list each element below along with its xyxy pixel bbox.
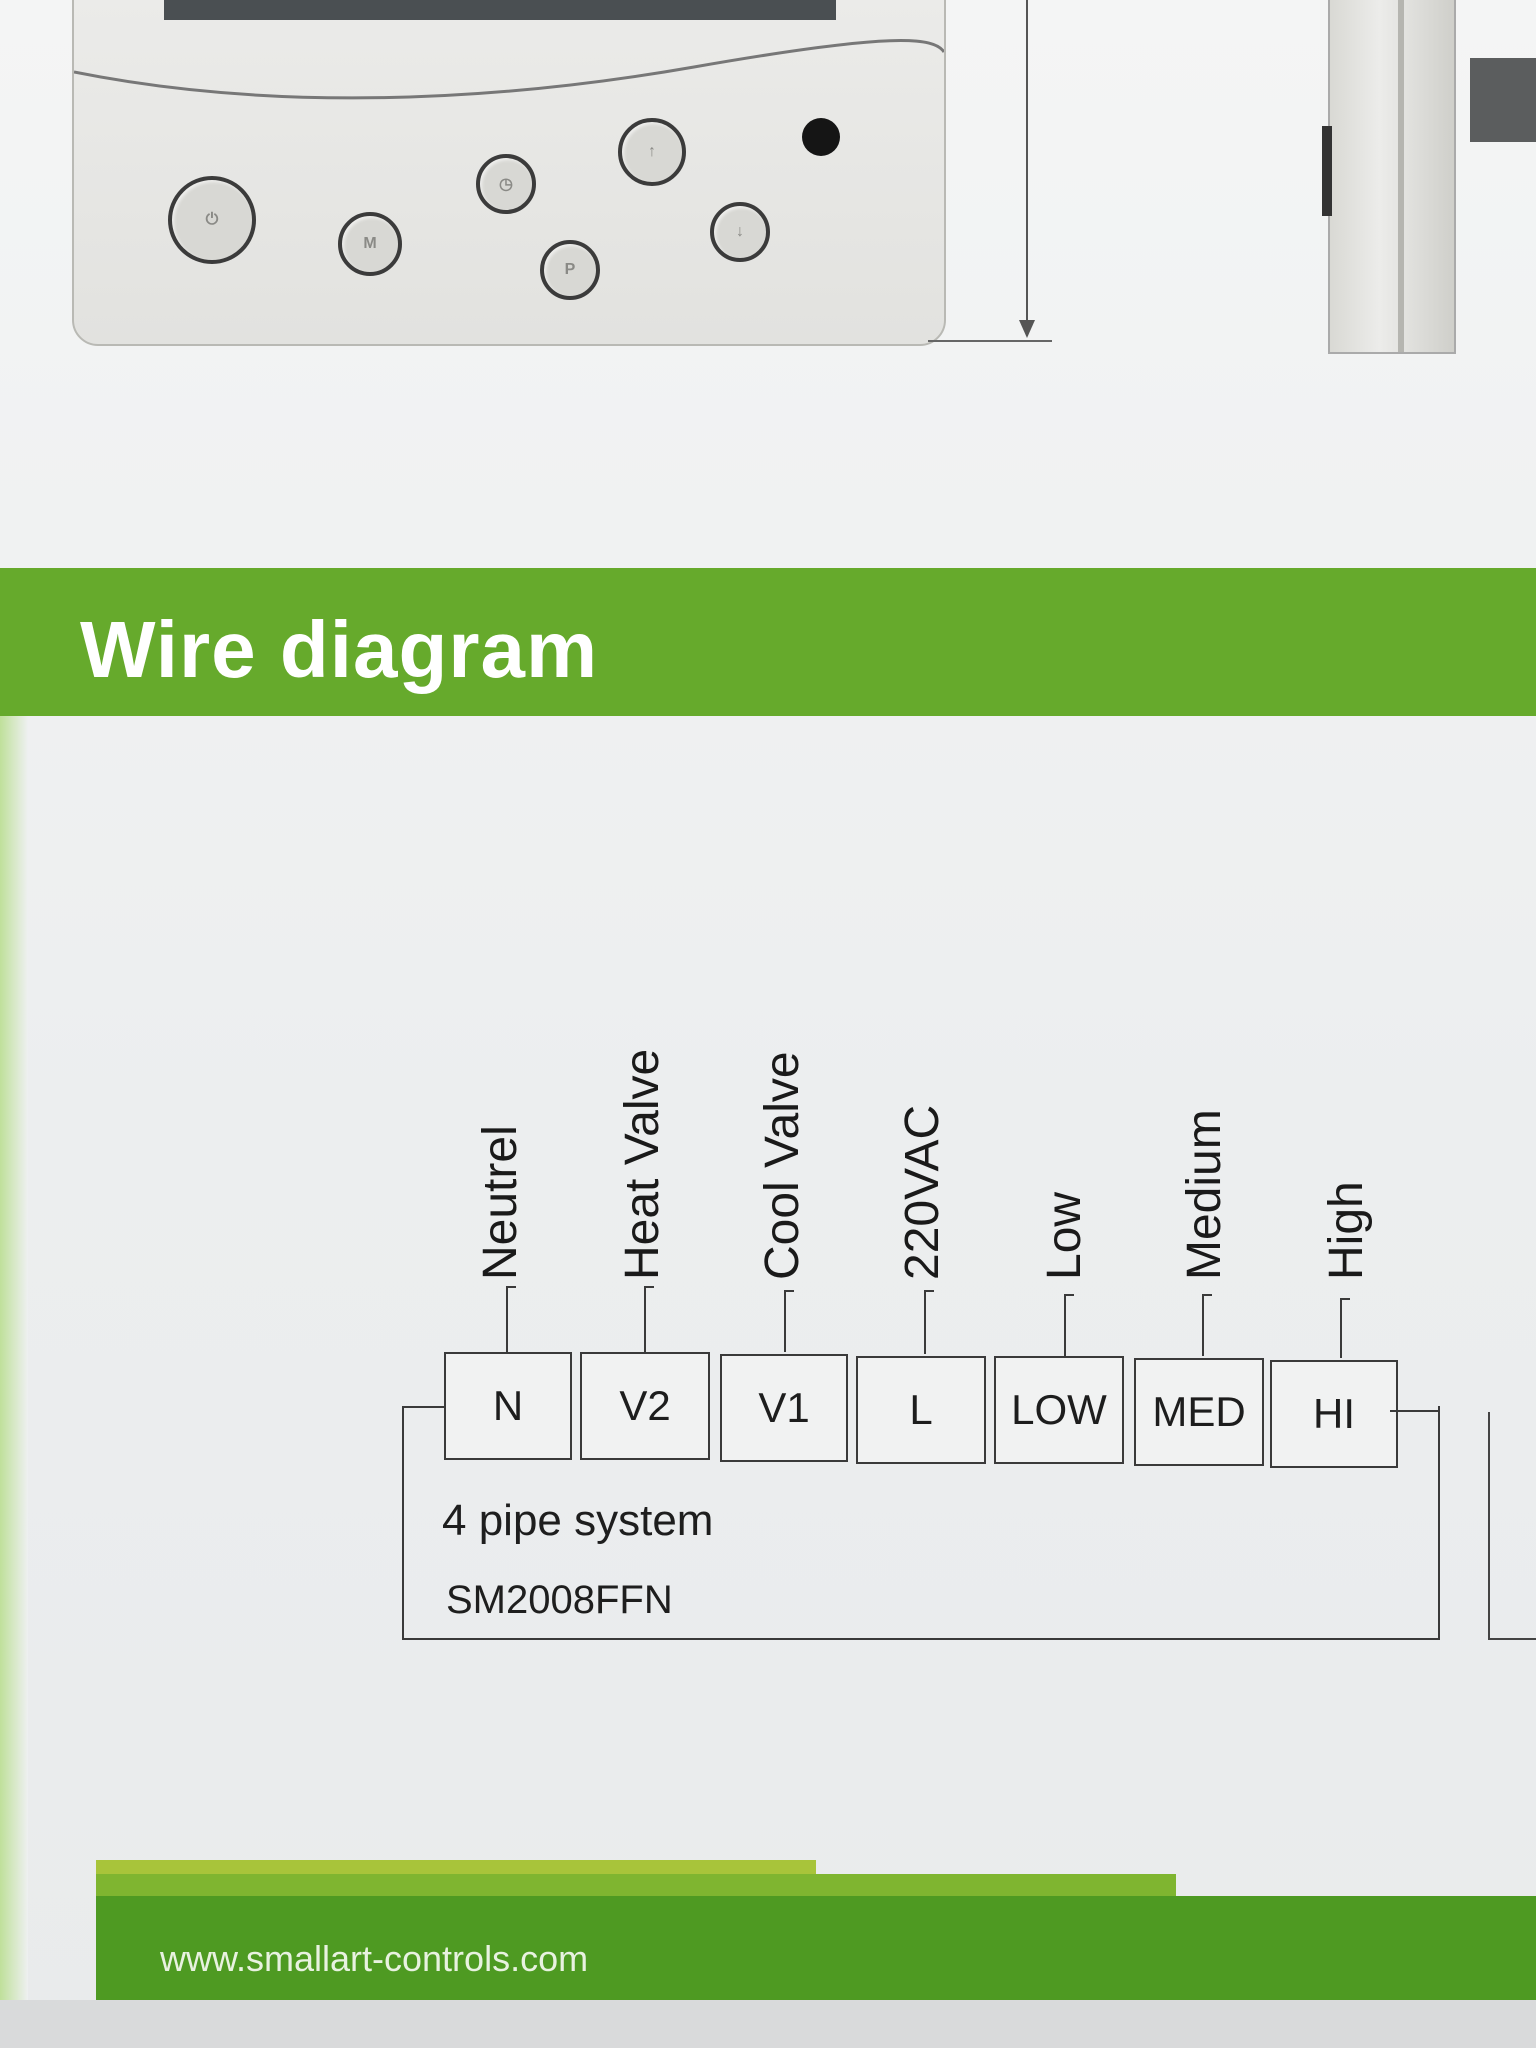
wire-tick	[644, 1286, 646, 1352]
program-button-icon: P	[540, 240, 600, 300]
device-screen	[164, 0, 836, 20]
body-top-edge	[402, 1406, 446, 1408]
model-number: SM2008FFN	[446, 1578, 673, 1622]
wire-tick	[644, 1286, 654, 1288]
terminal-l: L	[856, 1356, 986, 1464]
down-button-icon: ↓	[710, 202, 770, 262]
device-panel-curve	[74, 39, 944, 100]
adjacent-diagram-partial	[1488, 1412, 1536, 1640]
wire-tick	[1064, 1294, 1074, 1296]
side-view-seam	[1398, 0, 1404, 352]
thermostat-device-drawing: ⏻ M ◷ P ↑ ↓	[72, 0, 946, 346]
bottom-strip	[0, 2000, 1536, 2048]
dimension-baseline	[928, 340, 1052, 342]
wire-tick	[506, 1286, 516, 1288]
terminal-low: LOW	[994, 1356, 1124, 1464]
wire-tick	[924, 1290, 926, 1354]
wire-tick	[1202, 1294, 1204, 1356]
clock-button-icon: ◷	[476, 154, 536, 214]
thermostat-body-outline	[402, 1406, 1440, 1640]
terminal-v1: V1	[720, 1354, 848, 1462]
wire-tick	[1340, 1298, 1342, 1358]
wire-tick	[1202, 1294, 1212, 1296]
mode-button-icon: M	[338, 212, 402, 276]
wire-label-220vac: 220VAC	[895, 1104, 949, 1280]
terminal-v2: V2	[580, 1352, 710, 1460]
wire-label-medium: Medium	[1177, 1109, 1231, 1280]
power-button-icon: ⏻	[168, 176, 256, 264]
wire-tick	[506, 1286, 508, 1352]
wire-tick	[784, 1290, 786, 1352]
wire-tick	[1340, 1298, 1350, 1300]
wire-label-high: High	[1319, 1181, 1373, 1280]
wire-tick	[784, 1290, 794, 1292]
footer-accent-stripe	[96, 1874, 1176, 1896]
wire-label-cool-valve: Cool Valve	[755, 1051, 809, 1280]
body-top-edge	[1390, 1410, 1438, 1412]
indicator-led	[802, 118, 840, 156]
system-label: 4 pipe system	[442, 1496, 714, 1545]
terminal-hi: HI	[1270, 1360, 1398, 1468]
dimension-line	[1026, 0, 1028, 336]
side-view-clip	[1322, 126, 1332, 216]
terminal-med: MED	[1134, 1358, 1264, 1466]
footer-url: www.smallart-controls.com	[160, 1938, 589, 1979]
device-side-view	[1322, 0, 1456, 354]
footer-accent-stripe	[96, 1860, 816, 1874]
wire-tick	[924, 1290, 934, 1292]
wire-label-heat-valve: Heat Valve	[615, 1048, 669, 1280]
wire-tick	[1064, 1294, 1066, 1356]
wire-label-neutrel: Neutrel	[473, 1125, 527, 1280]
edge-tab	[1470, 58, 1536, 142]
section-title: Wire diagram	[80, 605, 599, 694]
left-edge-decoration	[0, 716, 28, 2000]
wire-label-low: Low	[1037, 1191, 1091, 1280]
up-button-icon: ↑	[618, 118, 686, 186]
dimension-arrow-icon	[1019, 320, 1035, 338]
footer-bar: www.smallart-controls.com	[96, 1896, 1536, 2000]
section-banner: Wire diagram	[0, 568, 1536, 716]
